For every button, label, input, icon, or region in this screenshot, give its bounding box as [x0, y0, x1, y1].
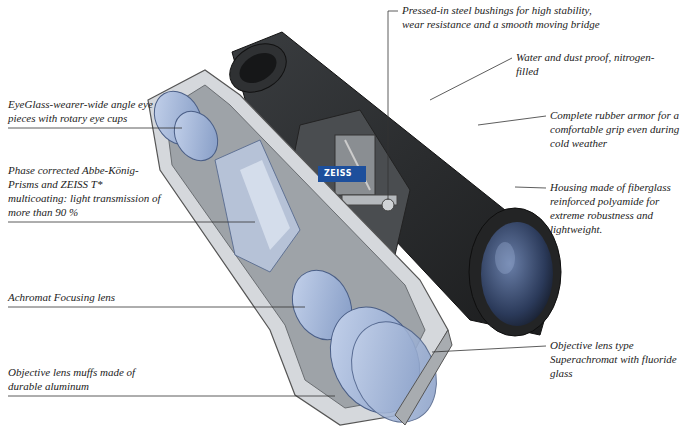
leader-line [478, 116, 546, 125]
callout-label: Pressed-in steel bushings for high stabi… [402, 3, 602, 31]
brand-logo: ZEISS [321, 168, 355, 180]
callout-label: EyeGlass-wearer-wide angle eye pieces wi… [8, 97, 158, 125]
leader-line [388, 11, 398, 200]
callout-label: Complete rubber armor for a comfortable … [550, 108, 696, 150]
leader-line [8, 307, 305, 308]
callout-label: Housing made of fiberglass reinforced po… [550, 180, 696, 236]
callout-label: Achromat Focusing lens [8, 290, 158, 304]
leader-line [432, 346, 546, 352]
callout-label: Objective lens type Superachromat with f… [550, 338, 696, 380]
callout-label: Phase corrected Abbe-König-Prisms and ZE… [8, 163, 163, 219]
leader-line [515, 187, 546, 188]
callout-label: Objective lens muffs made of durable alu… [8, 365, 158, 393]
callout-label: Water and dust proof, nitrogen-filled [516, 50, 666, 78]
leader-line [430, 58, 512, 100]
leader-line [8, 396, 335, 397]
leader-line [8, 222, 255, 223]
leader-line [8, 128, 182, 129]
cutaway-barrel [145, 70, 452, 436]
logo-plate [318, 166, 366, 182]
